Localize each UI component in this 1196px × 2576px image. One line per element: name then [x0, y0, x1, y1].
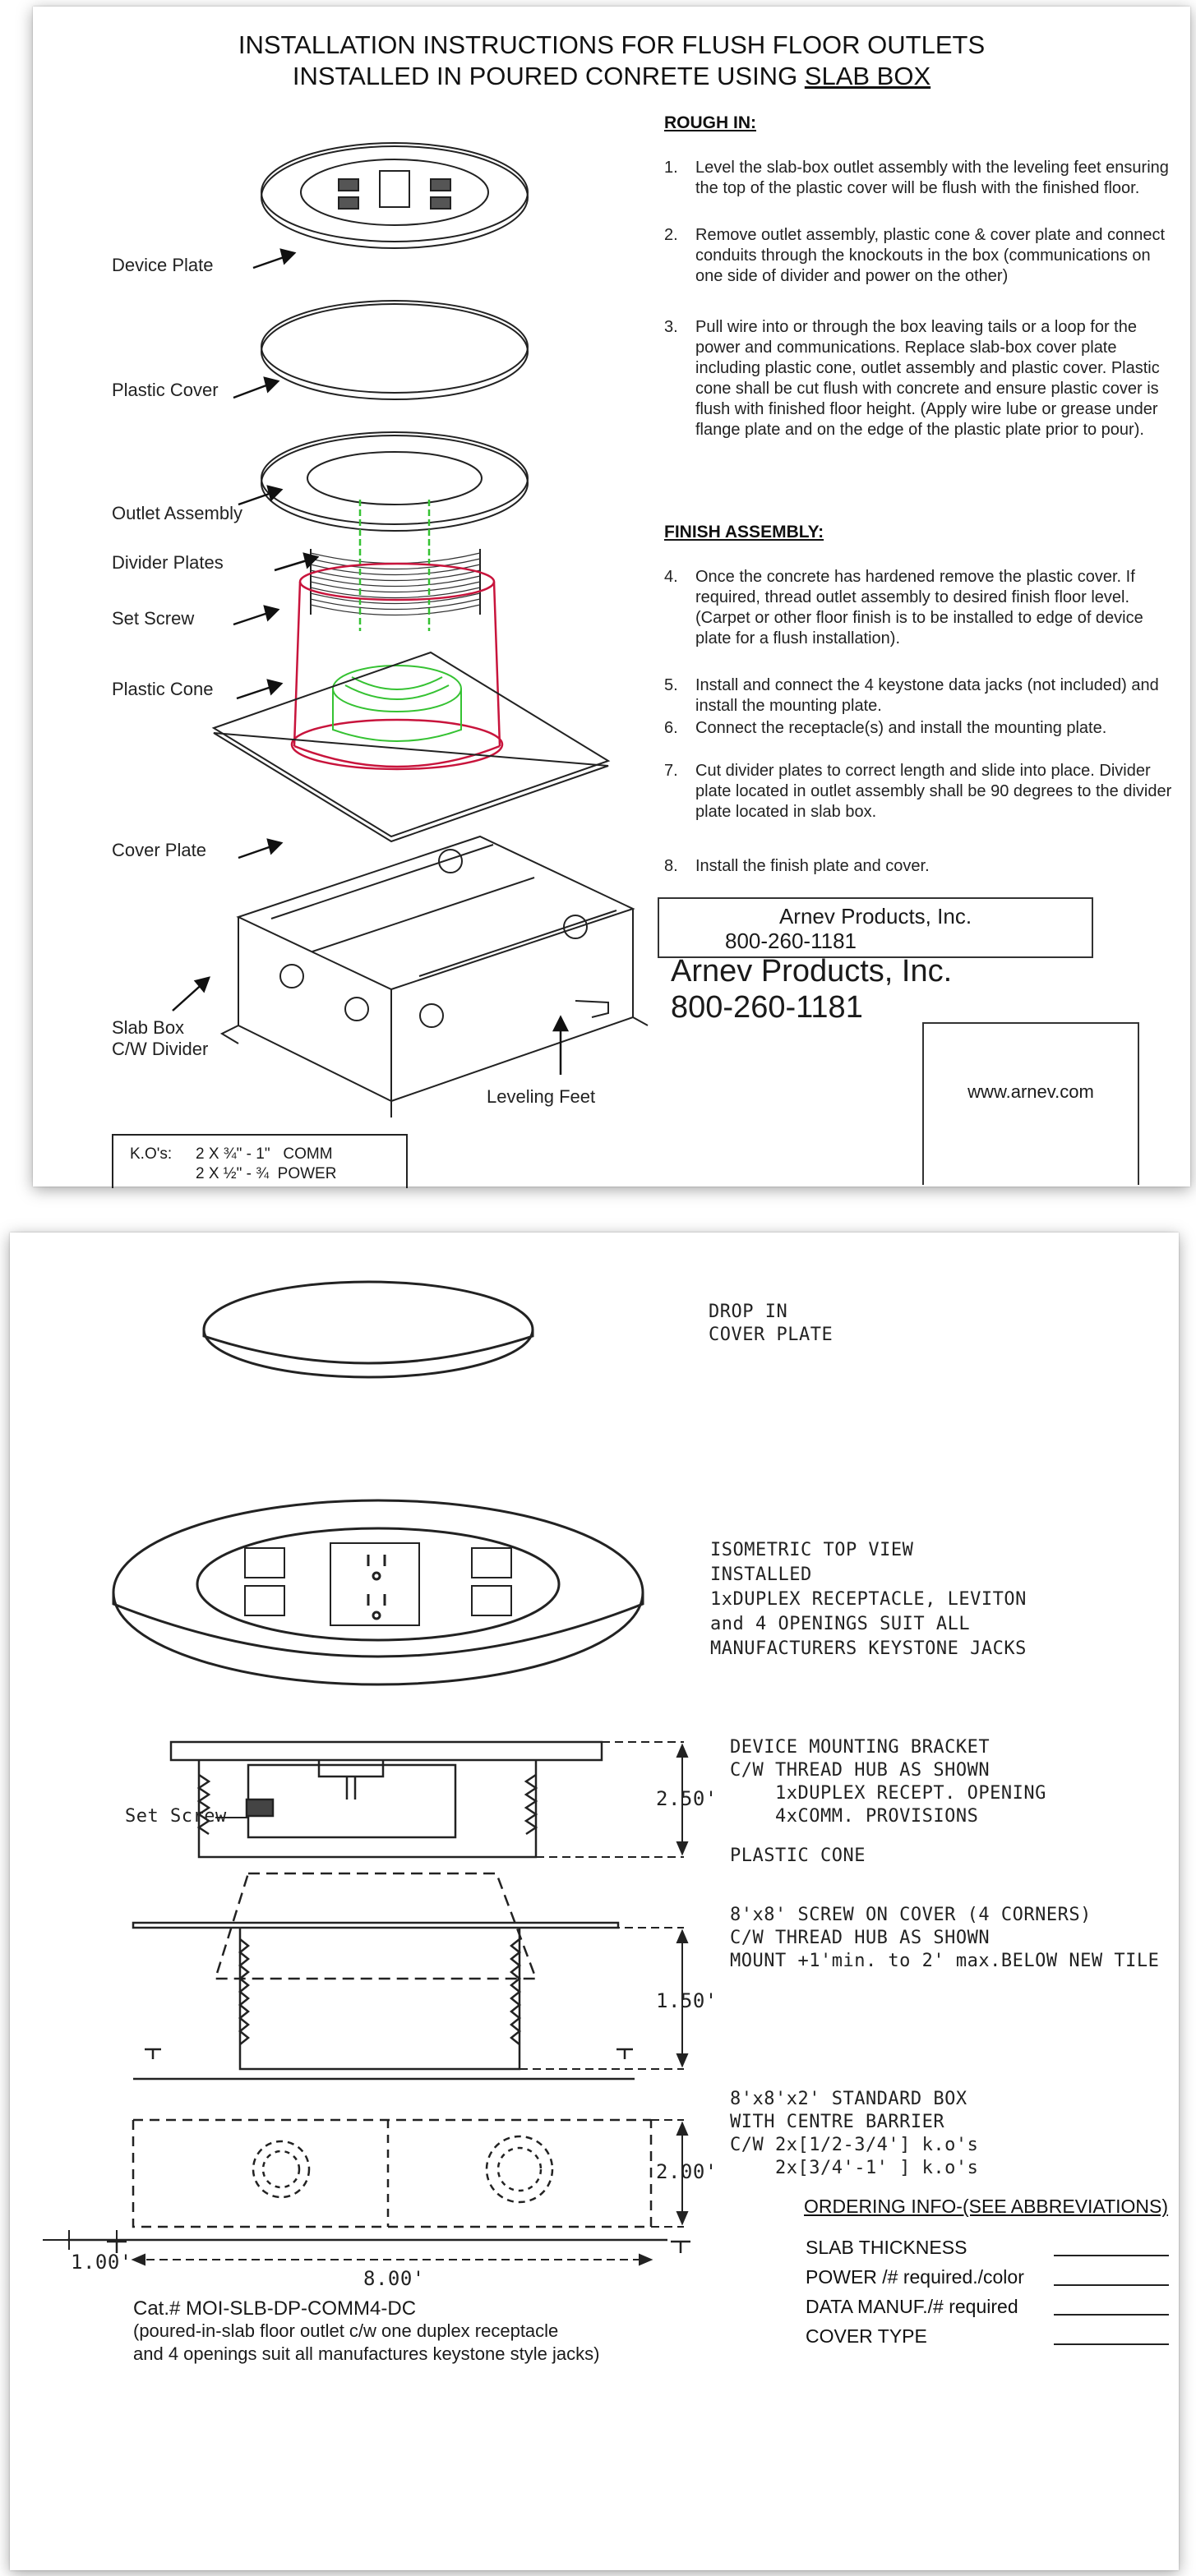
step-number: 1.	[664, 159, 678, 177]
cover-label-3: MOUNT +1'min. to 2' max.BELOW NEW TILE	[730, 1951, 1160, 1971]
company-box-phone: 800-260-1181	[725, 929, 857, 953]
ko-line2: 2 X ½" - ¾ POWER	[196, 1165, 337, 1182]
iso-label-2: INSTALLED	[710, 1564, 812, 1585]
dim-8-00: 8.00'	[363, 2267, 425, 2290]
ordering-field-blank[interactable]	[1054, 2343, 1169, 2345]
page-title-line1: INSTALLATION INSTRUCTIONS FOR FLUSH FLOO…	[238, 30, 986, 59]
step-number: 8.	[664, 857, 678, 875]
drop-in-label-1: DROP IN	[709, 1302, 788, 1322]
step-text: Cut divider plates to correct length and…	[695, 762, 1172, 821]
label-device-plate: Device Plate	[112, 255, 214, 275]
title-text: INSTALLED IN POURED CONRETE USING	[292, 62, 805, 90]
ko-box: K.O's: 2 X ¾" - 1" COMM 2 X ½" - ¾ POWER	[112, 1134, 408, 1188]
mounting-bracket-shape	[169, 1740, 603, 1859]
step-text: Pull wire into or through the box leavin…	[695, 318, 1160, 439]
catalog-desc-2: and 4 openings suit all manufactures key…	[133, 2343, 600, 2364]
ordering-field-label: SLAB THICKNESS	[806, 2237, 967, 2258]
catalog-number: Cat.# MOI-SLB-DP-COMM4-DC	[133, 2297, 417, 2320]
standard-box-shape	[67, 2118, 690, 2253]
company-large-phone: 800-260-1181	[671, 990, 863, 1025]
step-number: 7.	[664, 762, 678, 780]
box-label-1: 8'x8'x2' STANDARD BOX	[730, 2089, 967, 2109]
drop-in-label-2: COVER PLATE	[709, 1325, 834, 1345]
iso-label-3: 1xDUPLEX RECEPTACLE, LEVITON	[710, 1589, 1027, 1610]
catalog-desc-1: (poured-in-slab floor outlet c/w one dup…	[133, 2320, 559, 2341]
ordering-field-label: POWER /# required./color	[806, 2266, 1024, 2288]
plastic-cone-label: PLASTIC CONE	[730, 1846, 866, 1866]
step-text: Install the finish plate and cover.	[695, 857, 930, 875]
label-plastic-cover: Plastic Cover	[112, 380, 219, 400]
ordering-field-label: DATA MANUF./# required	[806, 2296, 1018, 2317]
label-set-screw: Set Screw	[112, 608, 195, 629]
exploded-diagram	[172, 142, 649, 1117]
dim-1-50: 1.50'	[656, 1989, 718, 2012]
title-underlined: SLAB BOX	[804, 62, 931, 90]
ko-line1: 2 X ¾" - 1" COMM	[196, 1145, 333, 1163]
label-plastic-cone: Plastic Cone	[112, 679, 214, 699]
bracket-label-3: 1xDUPLEX RECEPT. OPENING	[730, 1783, 1046, 1804]
box-label-2: WITH CENTRE BARRIER	[730, 2112, 945, 2132]
label-leveling-feet: Leveling Feet	[487, 1086, 596, 1107]
box-label-3: C/W 2x[1/2-3/4'] k.o's	[730, 2135, 979, 2155]
set-screw-label: Set Screw	[125, 1806, 227, 1827]
slab-box-shape	[219, 835, 649, 1117]
dim-2-50: 2.50'	[656, 1787, 718, 1810]
dim-2-00: 2.00'	[656, 2160, 718, 2183]
technical-drawing	[43, 1280, 690, 2266]
company-large-name: Arnev Products, Inc.	[671, 954, 953, 988]
screw-cover-shape	[132, 1921, 635, 2081]
ordering-field-label: COVER TYPE	[806, 2325, 927, 2347]
iso-label-4: and 4 OPENINGS SUIT ALL	[710, 1614, 971, 1634]
cover-label-2: C/W THREAD HUB AS SHOWN	[730, 1928, 991, 1948]
step-text: Remove outlet assembly, plastic cone & c…	[695, 226, 1166, 285]
step-number: 4.	[664, 568, 678, 586]
step-number: 5.	[664, 676, 678, 694]
iso-label-1: ISOMETRIC TOP VIEW	[710, 1540, 914, 1560]
label-slab-box-divider: C/W Divider	[112, 1039, 209, 1059]
iso-label-5: MANUFACTURERS KEYSTONE JACKS	[710, 1638, 1027, 1659]
bracket-label-2: C/W THREAD HUB AS SHOWN	[730, 1760, 991, 1781]
website-link[interactable]: www.arnev.com	[967, 1081, 1094, 1102]
ordering-field-blank[interactable]	[1054, 2284, 1169, 2286]
instructions-page: INSTALLATION INSTRUCTIONS FOR FLUSH FLOO…	[33, 7, 1190, 1188]
bracket-label-1: DEVICE MOUNTING BRACKET	[730, 1737, 991, 1758]
step-text: Once the concrete has hardened remove th…	[695, 568, 1143, 647]
company-box-name: Arnev Products, Inc.	[778, 904, 972, 929]
step-number: 2.	[664, 226, 678, 244]
ko-label: K.O's:	[130, 1145, 173, 1163]
step-text: Connect the receptacle(s) and install th…	[695, 719, 1107, 737]
website-box: www.arnev.com	[922, 1022, 1139, 1185]
ordering-field-blank[interactable]	[1054, 2255, 1169, 2256]
label-slab-box: Slab Box	[112, 1017, 185, 1038]
company-info-box: Arnev Products, Inc. 800-260-1181	[658, 897, 1093, 958]
finish-assembly-heading: FINISH ASSEMBLY:	[664, 523, 824, 541]
ordering-field-blank[interactable]	[1054, 2314, 1169, 2316]
drawing-page: DROP IN COVER PLATE ISOMETRIC TOP VIEW I…	[10, 1233, 1179, 2570]
cover-plate-shape	[211, 651, 611, 838]
box-label-4: 2x[3/4'-1' ] k.o's	[730, 2158, 979, 2178]
cover-label-1: 8'x8' SCREW ON COVER (4 CORNERS)	[730, 1905, 1092, 1925]
label-cover-plate: Cover Plate	[112, 840, 206, 860]
isometric-plate-shape	[112, 1499, 644, 1686]
dim-1-00: 1.00'	[71, 2251, 132, 2274]
label-outlet-assembly: Outlet Assembly	[112, 503, 242, 523]
step-text: Level the slab-box outlet assembly with …	[695, 159, 1169, 197]
step-number: 3.	[664, 318, 678, 336]
label-divider-plates: Divider Plates	[112, 552, 224, 573]
step-number: 6.	[664, 719, 678, 737]
plastic-cover-shape	[261, 303, 529, 400]
step-text: Install and connect the 4 keystone data …	[695, 676, 1159, 715]
rough-in-heading: ROUGH IN:	[664, 113, 756, 132]
page-title-line2: INSTALLED IN POURED CONRETE USING SLAB B…	[33, 61, 1190, 92]
bracket-label-4: 4xCOMM. PROVISIONS	[730, 1806, 979, 1827]
ordering-heading: ORDERING INFO-(SEE ABBREVIATIONS)	[804, 2196, 1169, 2217]
